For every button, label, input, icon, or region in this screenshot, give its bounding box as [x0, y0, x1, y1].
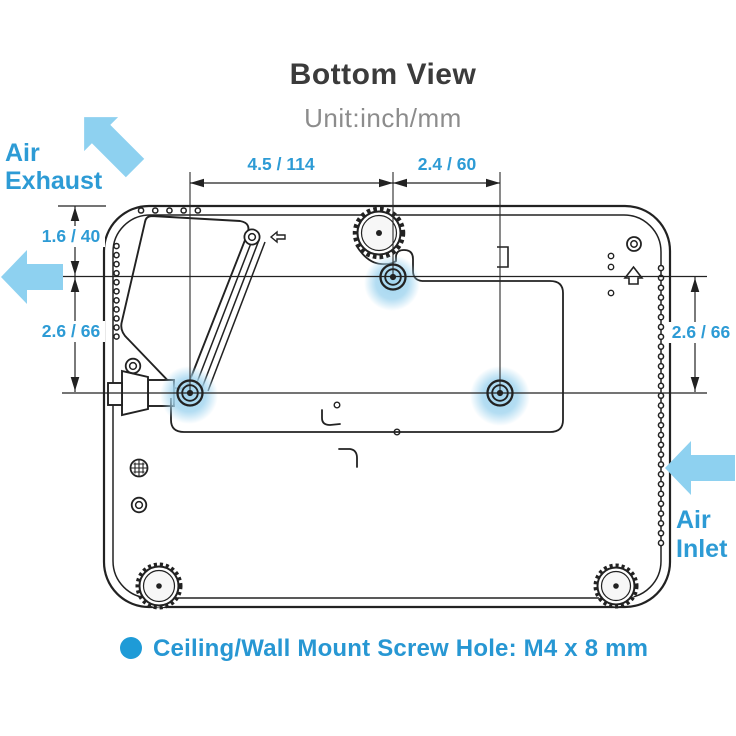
label-mask [667, 322, 735, 343]
air-exhaust-label-line2: Exhaust [5, 167, 103, 195]
air-exhaust-label-line1: Air [5, 139, 40, 167]
legend: Ceiling/Wall Mount Screw Hole: M4 x 8 mm [120, 635, 648, 662]
air-exhaust-arrow-icon [84, 117, 145, 178]
right-side-marks [607, 236, 644, 297]
screw-hole-legend-text: Ceiling/Wall Mount Screw Hole: M4 x 8 mm [153, 635, 648, 662]
chassis-screw-icon [124, 357, 142, 375]
chassis-screw-icon [130, 496, 148, 514]
air-inlet-arrow-icon [665, 441, 735, 495]
front-adjuster-foot-wheel [352, 206, 406, 260]
rear-left-foot-wheel [135, 562, 183, 610]
rear-right-foot-wheel [593, 563, 639, 609]
air-inlet-label-line1: Air [676, 506, 711, 534]
label-mask [37, 321, 105, 342]
dim-left-lower-label: 2.6 / 66 [42, 321, 101, 341]
dimension-labels: 4.5 / 114 2.4 / 60 1.6 / 40 2.6 / 66 2.6… [37, 154, 735, 343]
unit-note: Unit:inch/mm [304, 103, 462, 133]
dim-top-left-label: 4.5 / 114 [247, 154, 314, 174]
projector-body-outline [102, 204, 672, 609]
dimension-lines [58, 172, 707, 394]
screw-hole-legend-dot-icon [120, 637, 142, 659]
mount-screw-hole [176, 379, 204, 407]
label-mask [37, 226, 105, 247]
mount-screw-hole [486, 379, 514, 407]
page-title: Bottom View [290, 58, 477, 91]
dim-left-upper-label: 1.6 / 40 [42, 226, 101, 246]
small-lens-screw-and-arrow-mark [243, 228, 286, 246]
projection-direction-arrow-icon [1, 250, 63, 304]
dim-top-right-label: 2.4 / 60 [418, 154, 477, 174]
speaker-mesh-icon [129, 458, 149, 478]
mount-screw-hole [379, 263, 407, 291]
dim-right-label: 2.6 / 66 [672, 322, 731, 342]
air-inlet-label-line2: Inlet [676, 535, 728, 563]
